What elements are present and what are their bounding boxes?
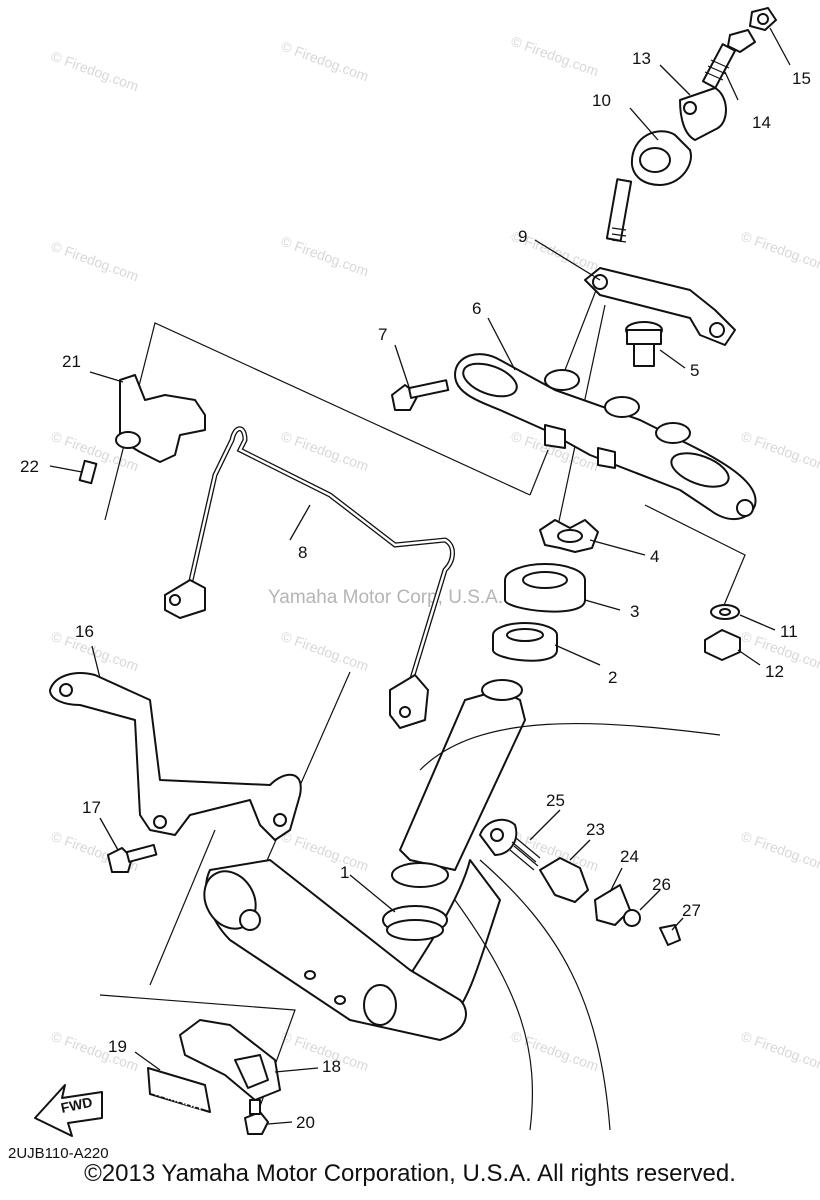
callout-22: 22 bbox=[20, 457, 39, 476]
center-watermark: Yamaha Motor Corp, U.S.A. bbox=[268, 587, 503, 608]
callout-25: 25 bbox=[546, 791, 565, 810]
forward-arrow: FWD bbox=[34, 1084, 103, 1137]
callout-1: 1 bbox=[340, 863, 349, 882]
callout-23: 23 bbox=[586, 820, 605, 839]
callout-labels: 1 2 3 4 5 6 7 8 9 10 11 12 13 14 15 16 1… bbox=[20, 49, 811, 1132]
watermark-text: © Firedog.com bbox=[509, 33, 601, 80]
washer-nut bbox=[704, 604, 741, 661]
callout-2: 2 bbox=[608, 668, 617, 687]
callout-17: 17 bbox=[82, 798, 101, 817]
watermark-text: © Firedog.com bbox=[739, 828, 820, 875]
callout-14: 14 bbox=[752, 113, 771, 132]
callout-24: 24 bbox=[620, 847, 639, 866]
watermark-text: © Firedog.com bbox=[279, 628, 371, 675]
callout-4: 4 bbox=[650, 547, 659, 566]
callout-11: 11 bbox=[780, 622, 798, 641]
callout-26: 26 bbox=[652, 875, 671, 894]
detent-assembly bbox=[479, 818, 681, 946]
callout-6: 6 bbox=[472, 299, 481, 318]
callout-9: 9 bbox=[518, 227, 527, 246]
fwd-label: FWD bbox=[59, 1094, 94, 1116]
watermark-text: © Firedog.com bbox=[739, 1028, 820, 1075]
watermark-text: © Firedog.com bbox=[279, 233, 371, 280]
callout-20: 20 bbox=[296, 1113, 315, 1132]
bracket-9 bbox=[584, 267, 736, 346]
watermark-text: © Firedog.com bbox=[49, 1028, 141, 1075]
bracket-21 bbox=[78, 374, 206, 485]
watermark-text: © Firedog.com bbox=[49, 628, 141, 675]
guide-emblem-assembly: YAMAHA bbox=[147, 1019, 281, 1135]
watermark-text: © Firedog.com bbox=[739, 428, 820, 475]
callout-18: 18 bbox=[322, 1057, 341, 1076]
watermark-text: © Firedog.com bbox=[279, 828, 371, 875]
watermark-text: © Firedog.com bbox=[49, 48, 141, 95]
callout-5: 5 bbox=[690, 361, 699, 380]
callout-12: 12 bbox=[765, 662, 784, 681]
callout-3: 3 bbox=[630, 602, 639, 621]
watermark-text: © Firedog.com bbox=[509, 1028, 601, 1075]
bolt-17 bbox=[107, 843, 158, 873]
upper-bracket-6 bbox=[454, 353, 757, 520]
steering-column bbox=[203, 679, 721, 1131]
watermark-text: © Firedog.com bbox=[49, 238, 141, 285]
callout-16: 16 bbox=[75, 622, 94, 641]
bearing-assembly bbox=[492, 519, 599, 662]
watermark-text: © Firedog.com bbox=[739, 228, 820, 275]
bolt-7 bbox=[391, 379, 450, 411]
frame-bracket-16 bbox=[49, 672, 302, 841]
cable-8 bbox=[164, 426, 455, 729]
bolt-5 bbox=[625, 321, 663, 367]
callout-7: 7 bbox=[378, 325, 387, 344]
watermark-text: © Firedog.com bbox=[279, 38, 371, 85]
callout-19: 19 bbox=[108, 1037, 127, 1056]
assembly-lines bbox=[99, 279, 746, 1121]
callout-8: 8 bbox=[298, 543, 307, 562]
callout-leaders bbox=[49, 27, 791, 1125]
callout-27: 27 bbox=[682, 901, 701, 920]
handlebar-clamp-assembly bbox=[605, 7, 777, 243]
watermark-text: © Firedog.com bbox=[279, 428, 371, 475]
copyright-notice: ©2013 Yamaha Motor Corporation, U.S.A. A… bbox=[84, 1160, 736, 1187]
callout-13: 13 bbox=[632, 49, 651, 68]
callout-21: 21 bbox=[62, 352, 81, 371]
diagram-code: 2UJB110-A220 bbox=[8, 1145, 109, 1162]
callout-15: 15 bbox=[792, 69, 811, 88]
callout-10: 10 bbox=[592, 91, 611, 110]
